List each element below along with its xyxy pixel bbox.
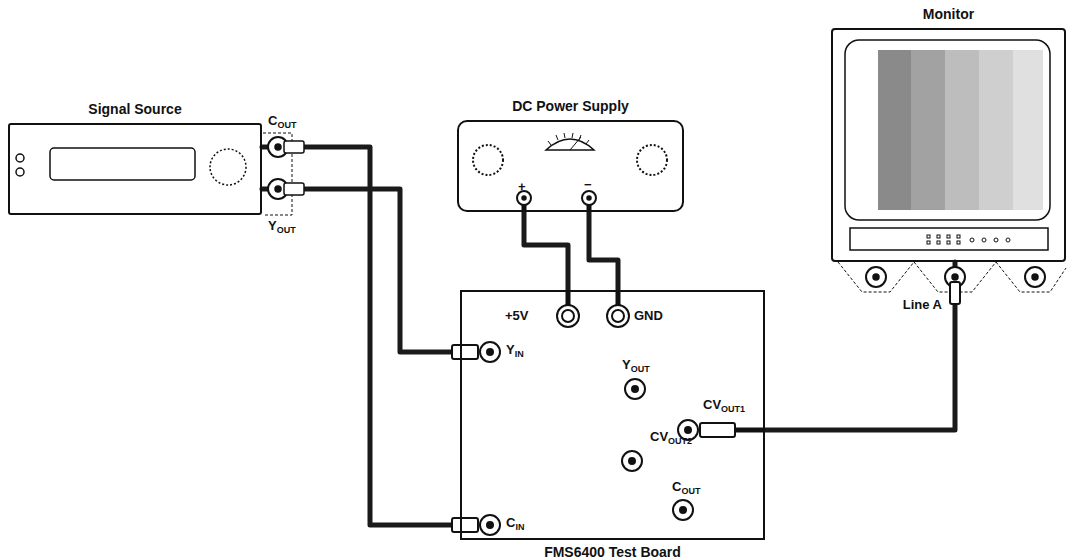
connector-label: GND [634,309,663,323]
equipment-name: FMS6400 Test Board [422,544,803,560]
video-cable [262,189,460,352]
connector-label: YOUT [268,219,296,236]
video-cable [589,212,618,290]
equipment-box: FMS6400 Test Board [460,290,765,540]
video-cable [262,147,460,525]
power-supply-front [473,133,667,212]
equipment-name: Signal Source [0,101,300,117]
connector-label: CVOUT1 [703,398,745,415]
connector-label: + [518,180,526,194]
connector-label: YOUT [622,358,650,375]
video-cable [765,262,955,430]
equipment-box: Monitor [831,28,1066,262]
equipment-name: Monitor [793,6,1069,22]
connector-label: COUT [268,114,296,131]
connector-label: CVOUT2 [650,430,692,447]
video-cable [524,212,568,290]
connector-label: − [584,178,592,192]
equipment-box: DC Power Supply [457,120,684,212]
connector-label: COUT [672,480,700,497]
connector-label: YIN [506,343,524,360]
connector-label: CIN [506,516,524,533]
connector-label: Line A [903,298,942,312]
connector-label: +5V [505,309,529,323]
board-jacks [452,290,765,535]
monitor-body [838,40,1066,304]
equipment-name: DC Power Supply [419,98,722,114]
equipment-box: Signal Source [8,123,262,215]
